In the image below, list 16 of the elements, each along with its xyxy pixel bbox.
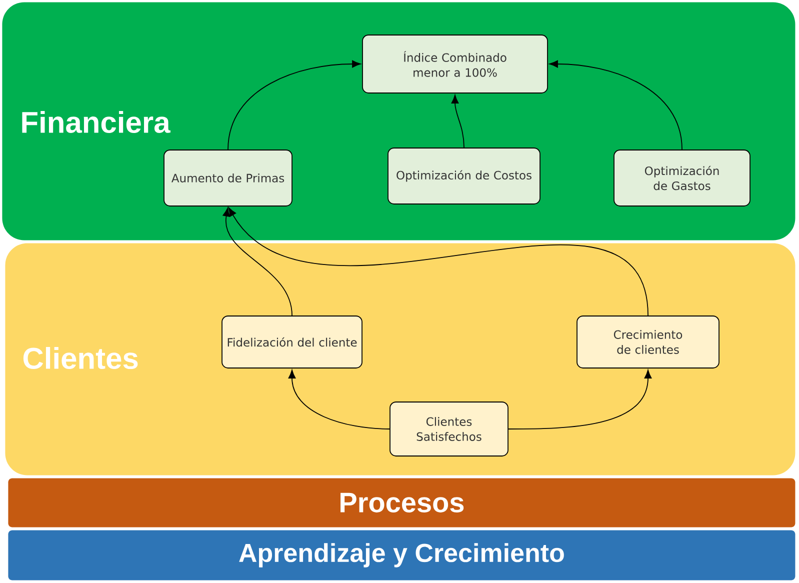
process-box: Crecimiento de clientes [576, 316, 720, 368]
arrow [451, 94, 464, 148]
band: Aprendizaje y Crecimiento [8, 530, 796, 580]
process-box: Clientes Satisfechos [390, 402, 508, 456]
arrow [508, 370, 652, 430]
process-box: Índice Combinado menor a 100% [362, 34, 548, 94]
arrow [228, 60, 361, 150]
band: Procesos [8, 478, 796, 528]
arrow [549, 60, 682, 150]
process-box: Fidelización del cliente [222, 316, 362, 368]
process-box: Optimización de Costos [388, 148, 540, 204]
arrow [228, 208, 648, 316]
process-box: Optimización de Gastos [614, 150, 750, 206]
process-box: Aumento de Primas [164, 150, 292, 206]
arrow [222, 208, 292, 316]
arrow [288, 370, 390, 430]
